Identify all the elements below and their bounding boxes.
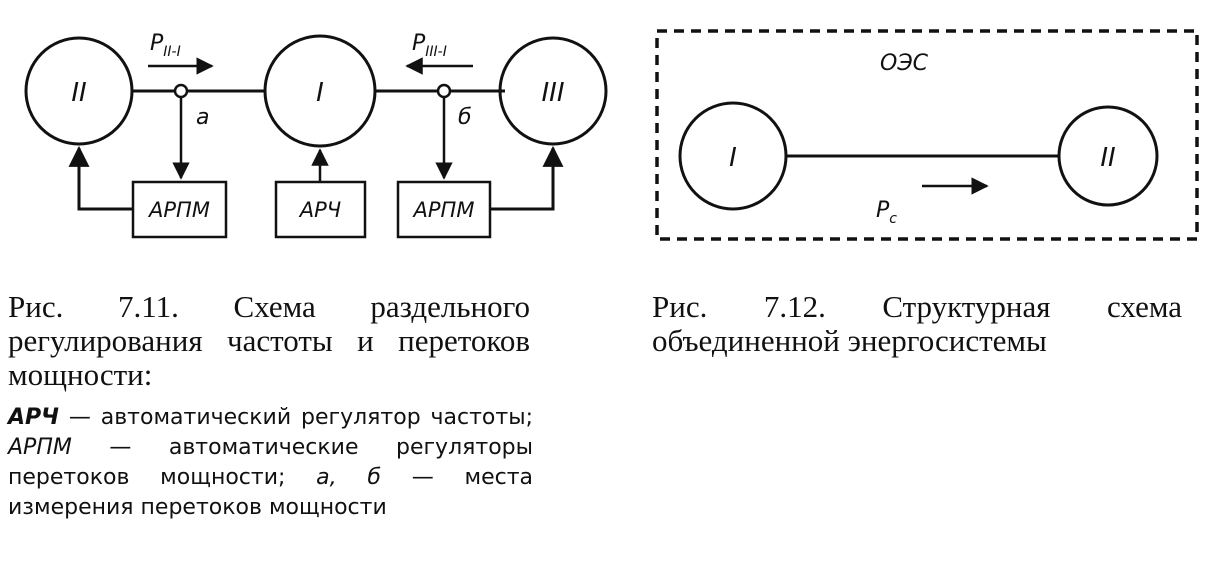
legend-term-points: а, б	[316, 465, 381, 490]
legend-fig-7-11: АРЧ — автоматический регулятор частоты; …	[8, 403, 533, 523]
box-arpm-left: АРПМ	[131, 180, 228, 239]
legend-def-arch: — автоматический регулятор частоты;	[58, 405, 533, 430]
legend-def-arpm: — автоматические регуляторы перетоков мо…	[8, 435, 533, 490]
box-arpm-right-label: АРПМ	[412, 198, 475, 222]
caption-712-prefix: Рис.	[652, 289, 708, 324]
caption-712-number: 7.12.	[763, 289, 826, 324]
node-iii-label: III	[541, 78, 564, 108]
flow-label-right: PIII-I	[412, 31, 447, 60]
caption-fig-7-11: Рис. 7.11. Схема раздельного регулирован…	[8, 290, 530, 392]
node-iii: III	[498, 36, 608, 146]
caption-fig-7-12: Рис. 7.12. Структурная схема объединенно…	[652, 290, 1182, 358]
control-line-left	[68, 145, 133, 211]
node-712-i: I	[678, 101, 788, 211]
caption-711-number: 7.11.	[117, 289, 179, 324]
caption-711-prefix: Рис.	[8, 289, 64, 324]
node-ii-label: II	[71, 78, 86, 108]
point-a-label: а	[196, 105, 209, 130]
figure-7-12: ОЭС I II Pc	[655, 29, 1199, 241]
node-712-ii-label: II	[1100, 143, 1115, 173]
legend-def-points: — места измерения перетоков мощности	[8, 465, 533, 520]
legend-term-arpm: АРПМ	[8, 435, 72, 460]
box-arch-label: АРЧ	[298, 198, 341, 222]
flow-label-pc: Pc	[876, 198, 897, 227]
legend-term-arch: АРЧ	[8, 405, 59, 430]
flow-label-left: PII-I	[150, 31, 181, 60]
node-ii: II	[24, 36, 134, 146]
node-i-label: I	[316, 78, 324, 108]
measure-point-a	[173, 83, 189, 99]
figure-7-11: II I III а б PII-I PIII-I АРПМ	[24, 31, 608, 239]
box-arch: АРЧ	[274, 180, 367, 239]
box-arpm-left-label: АРПМ	[147, 198, 210, 222]
point-b-label: б	[458, 105, 472, 130]
caption-712-text: Структурная схема объединенной энергосис…	[652, 289, 1183, 358]
diagrams-canvas: II I III а б PII-I PIII-I АРПМ	[24, 29, 1199, 241]
control-line-right	[490, 145, 564, 211]
node-712-i-label: I	[729, 143, 737, 173]
caption-711-text: Схема раздельного регулирования частоты …	[8, 289, 531, 392]
node-712-ii: II	[1057, 105, 1159, 207]
measure-point-b	[436, 83, 452, 99]
box-arpm-right: АРПМ	[396, 180, 492, 239]
node-i: I	[263, 34, 377, 148]
system-label: ОЭС	[880, 51, 929, 76]
